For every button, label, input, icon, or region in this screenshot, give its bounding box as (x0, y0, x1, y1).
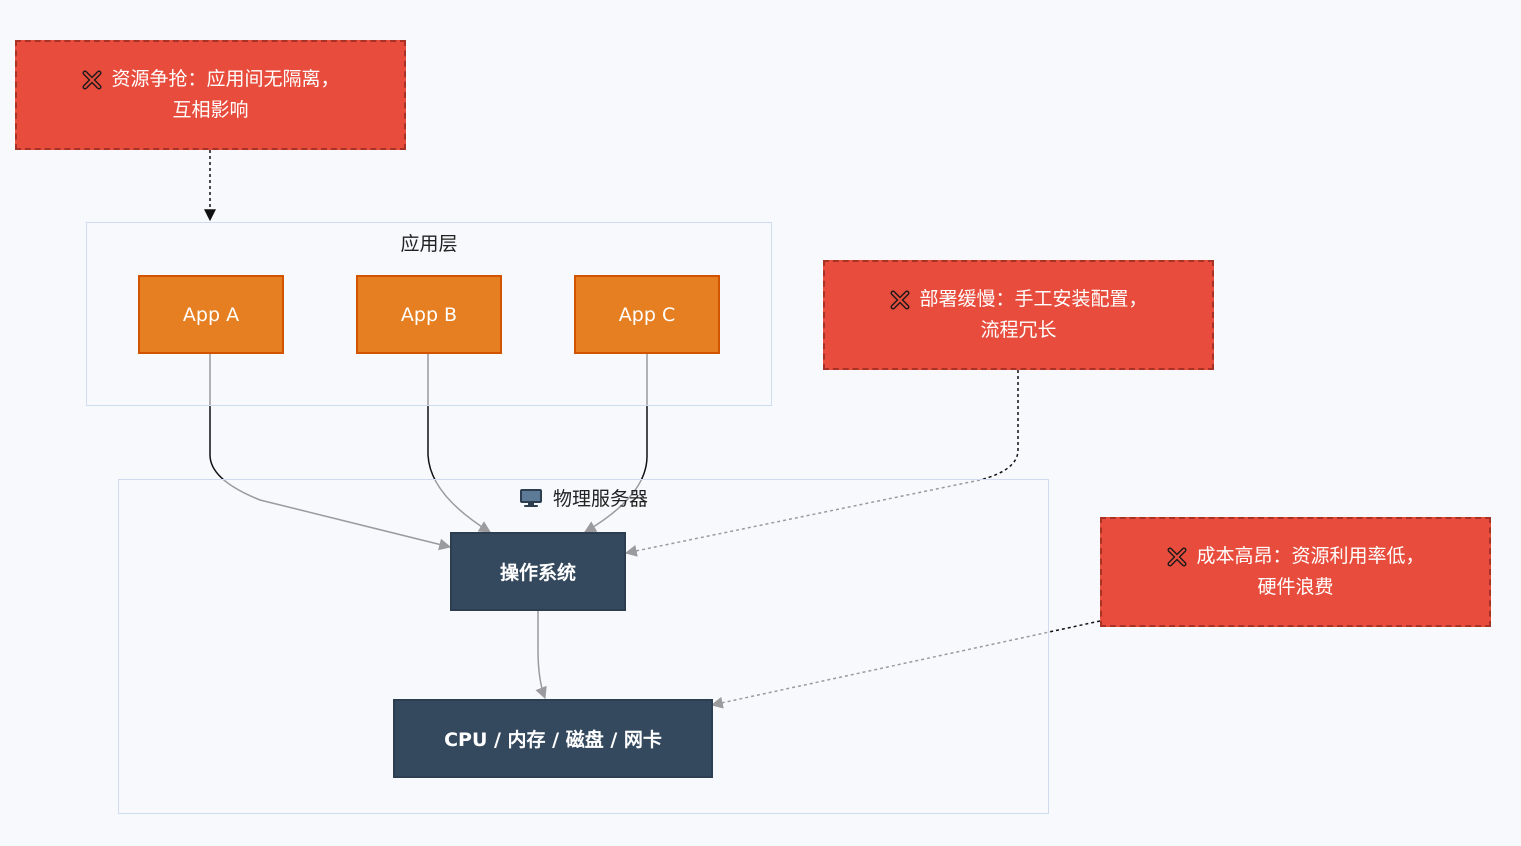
os-node[interactable]: 操作系统 (450, 532, 626, 611)
cross-icon (889, 289, 911, 311)
warning-line-2: 流程冗长 (980, 319, 1057, 341)
physical-server-label-text: 物理服务器 (552, 488, 648, 510)
cross-icon (81, 69, 103, 91)
monitor-icon (519, 488, 543, 508)
warning-line-2: 硬件浪费 (1257, 576, 1334, 598)
app-b-node[interactable]: App B (356, 275, 502, 354)
cross-icon (1166, 546, 1188, 568)
warning-text-line1: 部署缓慢：手工安装配置， (919, 288, 1148, 310)
warning-line-1: 资源争抢：应用间无隔离， (81, 64, 340, 95)
physical-server-label: 物理服务器 (119, 484, 1048, 511)
warning-high-cost[interactable]: 成本高昂：资源利用率低， 硬件浪费 (1100, 517, 1491, 627)
warning-text-line1: 资源争抢：应用间无隔离， (111, 68, 340, 90)
hardware-node[interactable]: CPU / 内存 / 磁盘 / 网卡 (393, 699, 713, 778)
warning-line-1: 部署缓慢：手工安装配置， (889, 284, 1148, 315)
warning-text-line1: 成本高昂：资源利用率低， (1196, 545, 1425, 567)
app-a-node[interactable]: App A (138, 275, 284, 354)
warning-line-1: 成本高昂：资源利用率低， (1166, 541, 1425, 572)
app-c-node[interactable]: App C (574, 275, 720, 354)
warning-resource-contention[interactable]: 资源争抢：应用间无隔离， 互相影响 (15, 40, 406, 150)
app-layer-label: 应用层 (400, 233, 458, 255)
warning-line-2: 互相影响 (172, 99, 249, 121)
warning-slow-deploy[interactable]: 部署缓慢：手工安装配置， 流程冗长 (823, 260, 1214, 370)
